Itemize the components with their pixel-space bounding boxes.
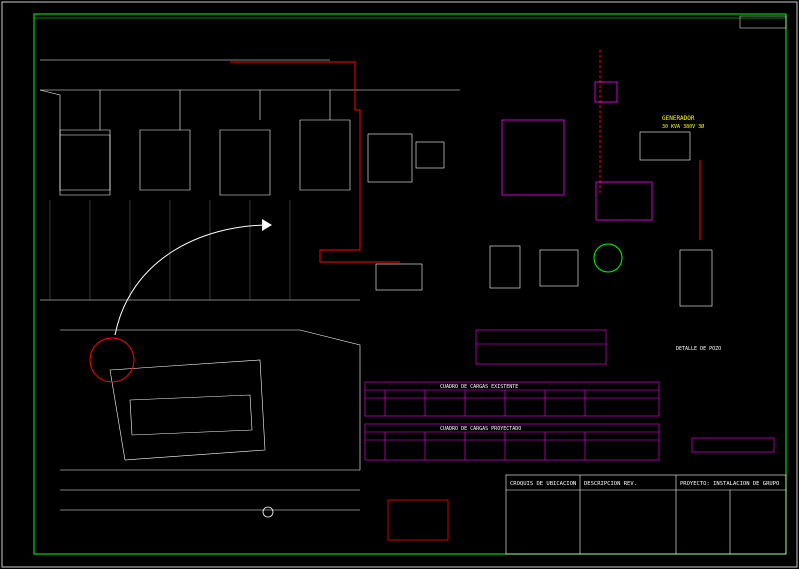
site-plan [60,329,361,511]
detail-label: DETALLE DE POZO [676,346,721,352]
location-highlight [89,337,135,383]
equipment-rooms [367,131,713,307]
grid-lines [49,200,291,300]
generator-rating: 30 KVA 380V 3Ø [662,123,704,130]
notes-table [475,329,775,453]
site-plan-label: CROQUIS DE UBICACION [510,481,576,487]
building-blocks [39,59,460,301]
title-block [505,474,787,555]
corner-tag [739,15,787,29]
arrow-head [262,219,272,231]
project-title: PROYECTO: INSTALACION DE GRUPO [680,481,779,487]
generator-label: GENERADOR [662,115,695,122]
north-arrow [262,506,274,518]
cable-run [230,50,701,263]
drawing-border [33,13,787,555]
detail-callout [593,243,623,273]
legend-box [387,499,449,541]
revision-label: DESCRIPCION REV. [584,481,637,487]
table-1-title: CUADRO DE CARGAS EXISTENTE [440,384,518,390]
load-table-projected [364,423,660,461]
load-table-existing [364,381,660,417]
single-line-diagram [501,81,653,221]
table-2-title: CUADRO DE CARGAS PROYECTADO [440,426,521,432]
callout-arrow [114,224,271,336]
